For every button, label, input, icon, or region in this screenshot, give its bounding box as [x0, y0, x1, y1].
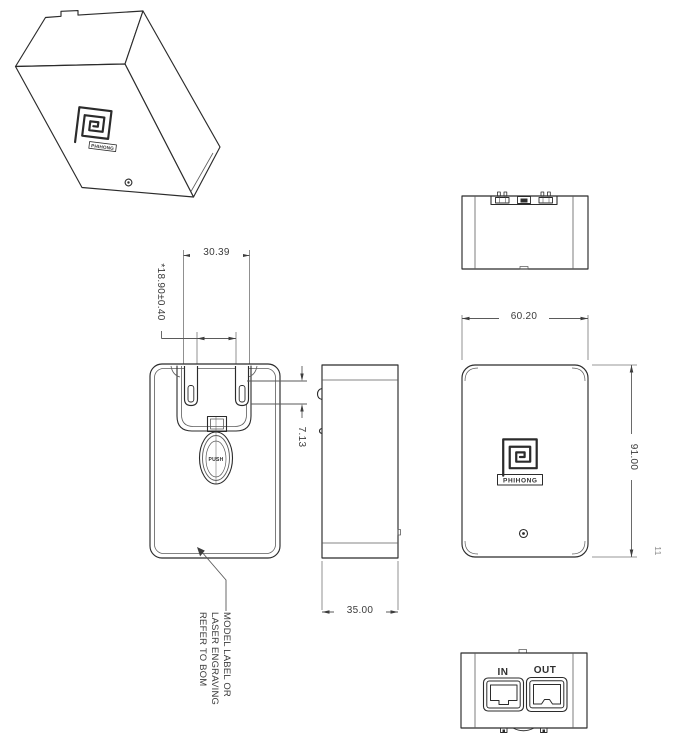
isometric-view: PHIHONG [14, 10, 221, 198]
push-label: PUSH [208, 457, 223, 463]
side-view [316, 364, 401, 614]
iso-top-face [14, 10, 144, 68]
note-leader-line [200, 550, 227, 611]
label-note: MODEL LABEL OR LASER ENGRAVING REFER TO … [194, 612, 232, 712]
sheet-edge-mark: 11 [653, 546, 663, 556]
phihong-logo: PHIHONG [73, 106, 117, 152]
mounting-tabs [500, 727, 548, 733]
port-out-label: OUT [534, 665, 557, 676]
prong-right [234, 366, 250, 407]
dimension-plug-width: 30.39 [190, 247, 243, 259]
bottom-view: IN OUT [460, 649, 588, 733]
latch-top [517, 196, 531, 204]
dimension-body-depth: 35.00 [334, 605, 386, 617]
prong-side-profile [316, 387, 323, 401]
rear-view: PHIHONG [461, 315, 637, 558]
screw-mark [124, 178, 133, 187]
iso-front-face [14, 63, 195, 198]
dimension-body-height: 91.00 [626, 434, 639, 480]
brand-text: PHIHONG [503, 478, 538, 485]
prong-tray [490, 195, 558, 206]
screw-mark [518, 528, 529, 539]
label-note-line2: LASER ENGRAVING [209, 612, 220, 706]
brand-text: PHIHONG [91, 143, 115, 151]
phihong-logo: PHIHONG [497, 438, 543, 486]
rj45-out-port [525, 676, 568, 713]
port-in-label: IN [498, 667, 509, 678]
push-button: PUSH [198, 431, 234, 485]
adapter-body-side [321, 364, 399, 559]
dimension-body-width: 60.20 [499, 311, 549, 323]
adapter-body-front [149, 363, 281, 559]
adapter-body-top [461, 195, 589, 270]
rj45-in-port [482, 677, 525, 712]
top-view [461, 191, 589, 270]
folded-prongs [495, 191, 553, 204]
label-note-line1: MODEL LABEL OR [221, 612, 232, 697]
label-note-line3: REFER TO BOM [197, 612, 208, 687]
prong-left [183, 366, 199, 407]
dimension-prong-hole-offset: 7.13 [294, 419, 307, 455]
dimension-prong-pitch: *18.90±0.40 [153, 253, 166, 331]
